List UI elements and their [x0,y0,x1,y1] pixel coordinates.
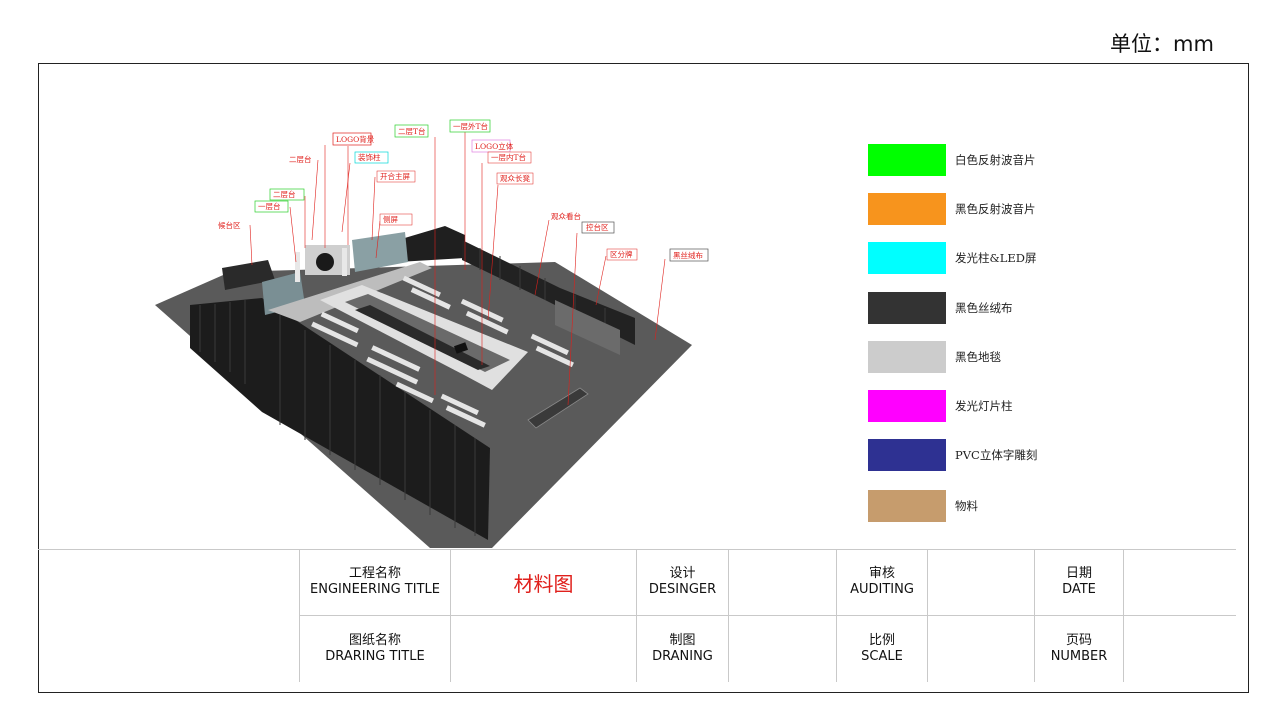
legend-swatch [868,193,946,225]
title-block: 工程名称 ENGINEERING TITLE 材料图 设计 DESINGER 审… [38,549,1236,682]
legend-item: 黑色丝绒布 [868,292,1013,324]
callout-first-stage: 一层台 [258,201,281,211]
legend-label: PVC立体字雕刻 [955,448,1038,462]
legend-item: 黑色反射波音片 [868,193,1036,225]
legend-label: 白色反射波音片 [955,153,1036,167]
bleacher [555,300,620,355]
legend-item: PVC立体字雕刻 [868,439,1037,471]
date-label: 日期 DATE [1062,566,1096,597]
unit-label: 单位：mm [1110,32,1214,56]
callout-upper-t-stage: 二层T台 [398,126,426,136]
legend-swatch [868,144,946,176]
legend-label: 发光柱&LED屏 [955,251,1037,265]
callout-zone-sign: 区分牌 [610,249,633,259]
legend-swatch [868,292,946,324]
legend-swatch [868,390,946,422]
legend-label: 黑色反射波音片 [955,202,1036,216]
engineering-title-value: 材料图 [513,571,574,596]
legend-swatch [868,242,946,274]
legend-swatch [868,439,946,471]
callout-decor-columns: 装饰柱 [358,152,381,162]
drawing-label: 制图 DRANING [652,633,713,664]
legend-swatch [868,490,946,522]
callout-inner-t-stage: 一层内T台 [491,152,526,162]
callout-black-velvet: 黑丝绒布 [673,250,703,260]
callout-waiting-area: 候台区 [218,220,241,230]
number-label: 页码 NUMBER [1050,633,1108,664]
stage-isometric-render: LOGO背景 二层T台 一层外T台 LOGO立体 二层台 装饰柱 一层内T台 开… [155,119,709,548]
control-desk [527,387,589,429]
callout-outer-t-stage: 一层外T台 [453,121,488,131]
legend-label: 发光灯片柱 [955,399,1013,413]
callout-second-stage-2: 二层台 [273,189,296,199]
legend-label: 黑色丝绒布 [955,301,1013,315]
callout-logo-3d: LOGO立体 [475,141,514,151]
callout-audience-stand: 观众看台 [551,211,581,221]
designer-label: 设计 DESINGER [648,566,717,597]
legend-label: 黑色地毯 [955,350,1001,364]
left-drape-wall [190,298,490,540]
engineering-title-label: 工程名称 ENGINEERING TITLE [310,566,440,597]
drawing-title-label: 图纸名称 DRARING TITLE [325,633,425,664]
callout-second-stage: 二层台 [289,154,312,164]
callout-logo-background: LOGO背景 [336,134,375,144]
legend-swatch [868,341,946,373]
legend-item: 物料 [868,490,978,522]
drawing-frame [38,63,1249,693]
legend-item: 白色反射波音片 [868,144,1036,176]
logo-disc [316,253,334,271]
callout-side-screen: 侧屏 [383,214,398,224]
legend-item: 发光柱&LED屏 [868,242,1037,274]
callout-audience-bench: 观众长凳 [500,173,530,183]
callout-main-screen: 开合主屏 [380,171,410,181]
legend-item: 黑色地毯 [868,341,1001,373]
auditing-label: 审核 AUDITING [850,566,914,597]
led-screen-right [352,232,408,272]
legend-label: 物料 [955,499,978,513]
legend-item: 发光灯片柱 [868,390,1013,422]
backstage-block [222,260,275,290]
callout-control-area: 控台区 [586,222,609,232]
back-drape-wall [398,226,465,262]
scale-label: 比例 SCALE [861,633,903,664]
